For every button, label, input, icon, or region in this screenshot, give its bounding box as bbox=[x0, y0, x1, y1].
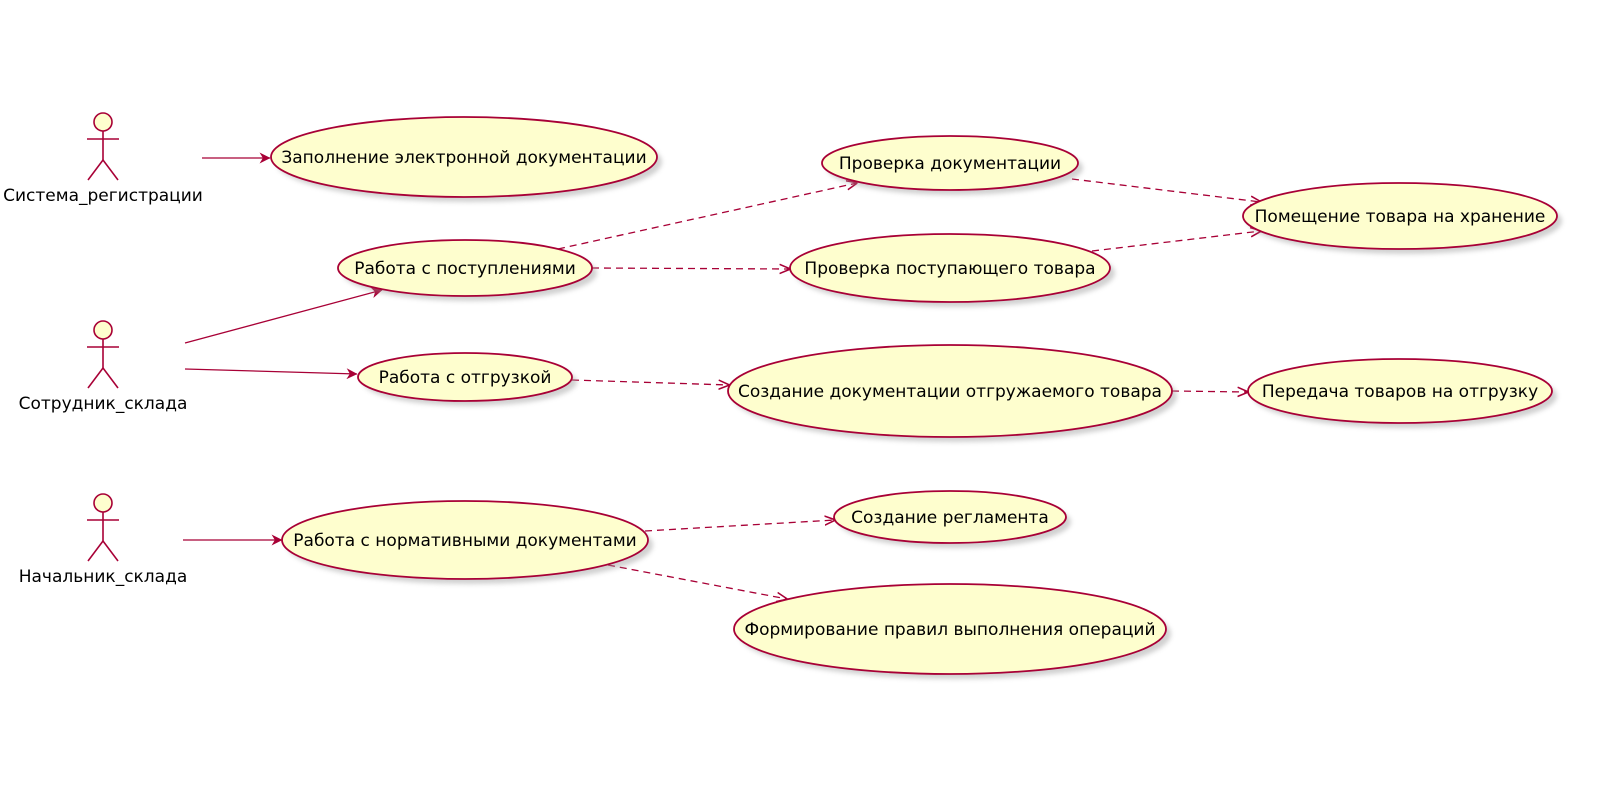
actor-stick-figure-icon bbox=[87, 112, 119, 181]
usecase-ellipse bbox=[357, 352, 573, 402]
dependency-arrow-work-with-shipment-to-create-shipment-docs bbox=[571, 380, 729, 385]
usecase-ellipse bbox=[733, 583, 1167, 675]
usecase-label: Создание регламента bbox=[851, 508, 1049, 528]
usecase-label: Формирование правил выполнения операций bbox=[744, 620, 1155, 640]
association-arrow-warehouse-employee-to-work-with-receipts bbox=[184, 287, 383, 344]
actor-warehouse-employee[interactable]: Сотрудник_склада bbox=[19, 320, 188, 414]
usecase-label: Создание документации отгружаемого товар… bbox=[738, 382, 1162, 402]
dependency-arrow-work-with-receipts-to-check-incoming-goods bbox=[591, 268, 790, 269]
actor-label: Система_регистрации bbox=[3, 186, 203, 206]
usecase-label: Заполнение электронной документации bbox=[281, 148, 646, 168]
usecase-check-documentation[interactable]: Проверка документации bbox=[821, 135, 1083, 195]
actor-stick-figure-icon bbox=[87, 493, 119, 562]
usecase-create-regulation[interactable]: Создание регламента bbox=[833, 490, 1071, 548]
actor-stick-figure-icon bbox=[87, 320, 119, 389]
usecase-ellipse bbox=[833, 490, 1067, 544]
actor-label: Сотрудник_склада bbox=[19, 394, 188, 414]
usecase-label: Проверка поступающего товара bbox=[804, 259, 1095, 279]
dependency-arrow-check-documentation-to-place-goods-storage bbox=[1071, 178, 1261, 202]
usecase-check-incoming-goods[interactable]: Проверка поступающего товара bbox=[789, 233, 1115, 307]
usecase-work-with-regulatory-docs[interactable]: Работа с нормативными документами bbox=[281, 500, 653, 584]
usecase-ellipse bbox=[821, 135, 1079, 191]
usecase-ellipse bbox=[727, 344, 1173, 438]
usecase-transfer-goods-shipment[interactable]: Передача товаров на отгрузку bbox=[1247, 358, 1557, 428]
usecase-work-with-receipts[interactable]: Работа с поступлениями bbox=[337, 239, 597, 301]
relations bbox=[183, 152, 1261, 599]
actors: Система_регистрацииСотрудник_складаНачал… bbox=[3, 112, 203, 587]
usecase-ellipse bbox=[1242, 182, 1558, 250]
usecase-place-goods-storage[interactable]: Помещение товара на хранение bbox=[1242, 182, 1562, 254]
dependency-arrow-create-shipment-docs-to-transfer-goods-shipment bbox=[1171, 391, 1248, 392]
actor-registration-system[interactable]: Система_регистрации bbox=[3, 112, 203, 206]
usecase-form-operation-rules[interactable]: Формирование правил выполнения операций bbox=[733, 583, 1171, 679]
usecase-fill-electronic-docs[interactable]: Заполнение электронной документации bbox=[270, 116, 662, 202]
usecase-ellipse bbox=[337, 239, 593, 297]
use-cases: Заполнение электронной документацииРабот… bbox=[270, 116, 1562, 679]
usecase-create-shipment-docs[interactable]: Создание документации отгружаемого товар… bbox=[727, 344, 1177, 442]
dependency-arrow-work-with-receipts-to-check-documentation bbox=[557, 183, 857, 250]
usecase-ellipse bbox=[1247, 358, 1553, 424]
usecase-label: Работа с нормативными документами bbox=[293, 531, 636, 551]
usecase-label: Проверка документации bbox=[839, 154, 1061, 174]
usecase-ellipse bbox=[281, 500, 649, 580]
association-arrow-warehouse-employee-to-work-with-shipment bbox=[184, 368, 358, 380]
actor-warehouse-head[interactable]: Начальник_склада bbox=[19, 493, 188, 587]
usecase-label: Передача товаров на отгрузку bbox=[1262, 382, 1538, 402]
usecase-label: Помещение товара на хранение bbox=[1255, 207, 1546, 227]
usecase-label: Работа с поступлениями bbox=[354, 259, 576, 279]
usecase-ellipse bbox=[789, 233, 1111, 303]
dependency-arrow-work-with-regulatory-docs-to-form-operation-rules bbox=[607, 564, 787, 599]
usecase-label: Работа с отгрузкой bbox=[379, 368, 552, 388]
dependency-arrow-work-with-regulatory-docs-to-create-regulation bbox=[644, 520, 835, 532]
actor-label: Начальник_склада bbox=[19, 567, 188, 587]
dependency-arrow-check-incoming-goods-to-place-goods-storage bbox=[1091, 231, 1261, 252]
usecase-work-with-shipment[interactable]: Работа с отгрузкой bbox=[357, 352, 577, 406]
usecase-ellipse bbox=[270, 116, 658, 198]
